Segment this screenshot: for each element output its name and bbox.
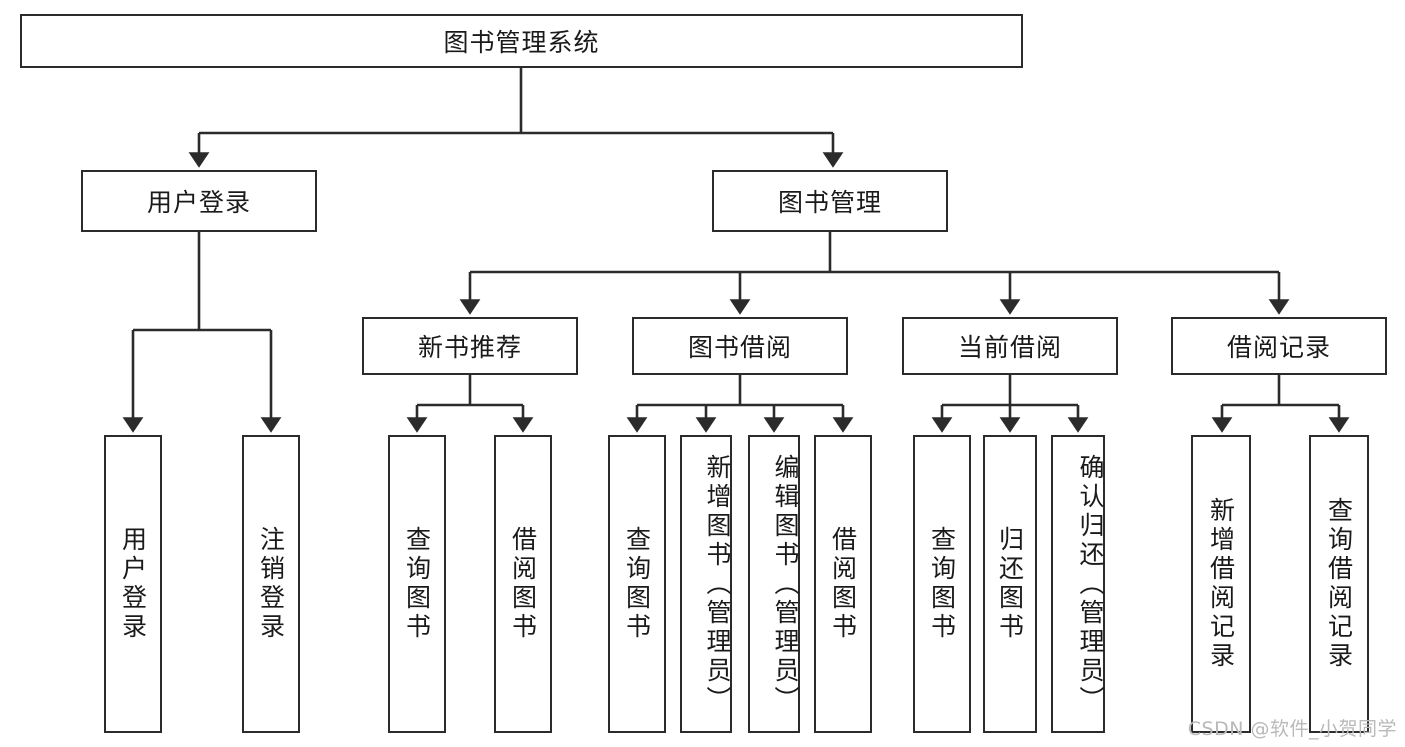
leaf-query-borrow-record[interactable]: 查询借阅记录 — [1309, 435, 1369, 733]
node-label: 图书借阅 — [687, 333, 792, 362]
node-label: 新增图书（管理员） — [703, 453, 732, 715]
leaf-user-login[interactable]: 用户登录 — [104, 435, 162, 733]
node-label: 确认归还（管理员） — [1076, 453, 1105, 715]
leaf-edit-book-admin[interactable]: 编辑图书（管理员） — [748, 435, 800, 733]
leaf-borrow-book[interactable]: 借阅图书 — [814, 435, 872, 733]
node-book-borrow[interactable]: 图书借阅 — [632, 317, 848, 375]
leaf-query-book-new[interactable]: 查询图书 — [388, 435, 446, 733]
node-label: 查询借阅记录 — [1324, 497, 1354, 671]
leaf-add-borrow-record[interactable]: 新增借阅记录 — [1191, 435, 1251, 733]
node-label: 借阅图书 — [828, 526, 858, 642]
node-label: 归还图书 — [995, 526, 1025, 642]
node-label: 查询图书 — [927, 526, 957, 642]
node-user-login[interactable]: 用户登录 — [81, 170, 317, 232]
node-label: 新增借阅记录 — [1206, 497, 1236, 671]
node-label: 借阅图书 — [508, 526, 538, 642]
node-label: 当前借阅 — [957, 333, 1062, 362]
leaf-query-book-borrow[interactable]: 查询图书 — [608, 435, 666, 733]
node-label: 编辑图书（管理员） — [771, 453, 800, 715]
leaf-add-book-admin[interactable]: 新增图书（管理员） — [680, 435, 732, 733]
node-label: 用户登录 — [118, 526, 148, 642]
node-book-management[interactable]: 图书管理 — [712, 170, 948, 232]
node-label: 查询图书 — [622, 526, 652, 642]
node-new-book-recommend[interactable]: 新书推荐 — [362, 317, 578, 375]
leaf-query-book-current[interactable]: 查询图书 — [913, 435, 971, 733]
node-borrow-records[interactable]: 借阅记录 — [1171, 317, 1387, 375]
leaf-return-book[interactable]: 归还图书 — [983, 435, 1037, 733]
node-label: 查询图书 — [402, 526, 432, 642]
leaf-confirm-return-admin[interactable]: 确认归还（管理员） — [1051, 435, 1105, 733]
node-root-system[interactable]: 图书管理系统 — [20, 14, 1023, 68]
node-current-borrow[interactable]: 当前借阅 — [902, 317, 1118, 375]
watermark: CSDN @软件_小贺同学 — [1187, 718, 1397, 740]
node-label: 借阅记录 — [1226, 333, 1331, 362]
leaf-logout[interactable]: 注销登录 — [242, 435, 300, 733]
node-label: 新书推荐 — [417, 333, 522, 362]
node-label: 图书管理 — [777, 188, 882, 217]
node-label: 用户登录 — [146, 188, 251, 217]
node-label: 注销登录 — [256, 526, 286, 642]
node-label: 图书管理系统 — [443, 28, 600, 57]
leaf-borrow-book-new[interactable]: 借阅图书 — [494, 435, 552, 733]
